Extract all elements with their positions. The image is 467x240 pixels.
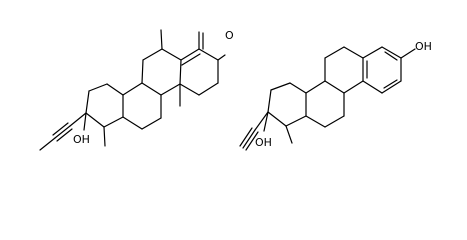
- molecule-1-carbonyl-oxygen-label: O: [225, 29, 234, 42]
- molecule-2-hydroxyl-label: OH: [255, 136, 272, 149]
- molecule-1-carbonyl: [198, 31, 226, 61]
- molecule-1-ring-c: [122, 82, 162, 130]
- molecule-1-hydroxyl-bond: [83, 112, 87, 131]
- structure-canvas: O OH: [39, 29, 432, 151]
- molecule-2-ethynyl: [239, 111, 269, 151]
- molecule-2-phenol-bond: [400, 48, 416, 59]
- chemical-structures: O OH: [39, 29, 432, 151]
- molecule-2: OH OH: [239, 40, 432, 151]
- molecule-2-ring-a: [362, 46, 402, 94]
- molecule-1: O OH: [39, 29, 234, 151]
- molecule-1-ring-d: [85, 83, 124, 128]
- molecule-2-hydroxyl-bond: [263, 111, 269, 132]
- molecule-1-ring-b: [141, 48, 182, 96]
- molecule-1-ring-a: [179, 48, 219, 96]
- molecule-2-ring-b: [324, 46, 364, 94]
- molecule-1-hydroxyl-label: OH: [73, 133, 90, 146]
- molecule-2-ring-d: [267, 82, 307, 127]
- molecule-2-phenol-oh-label: OH: [415, 40, 432, 53]
- molecule-1-propynyl: [39, 112, 87, 151]
- molecule-2-13-methyl: [285, 125, 293, 144]
- molecule-1-13-methyl: [103, 126, 106, 147]
- molecule-2-ring-c: [305, 80, 345, 128]
- molecule-1-6-methyl: [160, 29, 163, 50]
